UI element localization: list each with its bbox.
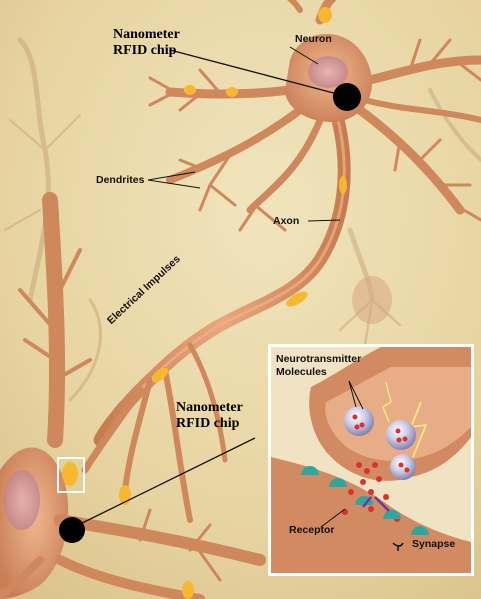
pointer-line-chip-bottom xyxy=(71,437,256,529)
release-arrow-2 xyxy=(374,496,390,512)
pointer-line-neuron xyxy=(289,46,319,65)
chip-bottom-label: Nanometer RFID chip xyxy=(176,400,243,432)
axon-label: Axon xyxy=(273,215,300,227)
receptor-label: Receptor xyxy=(289,524,335,536)
chip-bottom-label-line2: RFID chip xyxy=(176,416,240,431)
release-arrow-1 xyxy=(362,496,372,508)
neurotransmitter-label: Neurotransmitter Molecules xyxy=(276,353,361,379)
background-soma xyxy=(352,276,392,324)
chip-top-label: Nanometer RFID chip xyxy=(113,27,180,59)
rfid-chip-top xyxy=(333,83,361,111)
vesicle-3 xyxy=(390,454,416,480)
top-nucleus xyxy=(308,56,348,88)
synapse-inset: Neurotransmitter Molecules Receptor Syna… xyxy=(268,344,474,576)
pointer-line-dendrites-2 xyxy=(147,171,196,181)
postsynaptic-membrane xyxy=(271,457,471,573)
pointer-line-chip-top xyxy=(169,49,346,97)
pointer-line-dendrites-1 xyxy=(147,179,201,189)
synapse-label: Synapse xyxy=(412,538,456,550)
neurotransmitter-label-line1: Neurotransmitter xyxy=(276,353,362,365)
dendrites-label: Dendrites xyxy=(96,174,145,186)
vesicle-1 xyxy=(344,406,374,436)
pointer-line-axon xyxy=(307,219,341,222)
rfid-chip-bottom xyxy=(59,517,85,543)
bottom-neuron xyxy=(0,192,266,599)
axon-terminals xyxy=(81,342,228,523)
chip-bottom-label-line1: Nanometer xyxy=(176,400,243,415)
chip-top-label-line1: Nanometer xyxy=(113,27,180,42)
neurotransmitter-label-line2: Molecules xyxy=(276,366,327,378)
electrical-impulse-glows xyxy=(62,7,347,599)
vesicle-2 xyxy=(386,420,416,450)
synapse-bracket xyxy=(392,542,404,551)
synapse-illustration xyxy=(271,347,471,573)
neuron-label: Neuron xyxy=(295,33,332,45)
chip-top-label-line2: RFID chip xyxy=(113,43,177,58)
highlight-box xyxy=(57,457,85,493)
top-neuron-dendrites xyxy=(148,0,481,232)
